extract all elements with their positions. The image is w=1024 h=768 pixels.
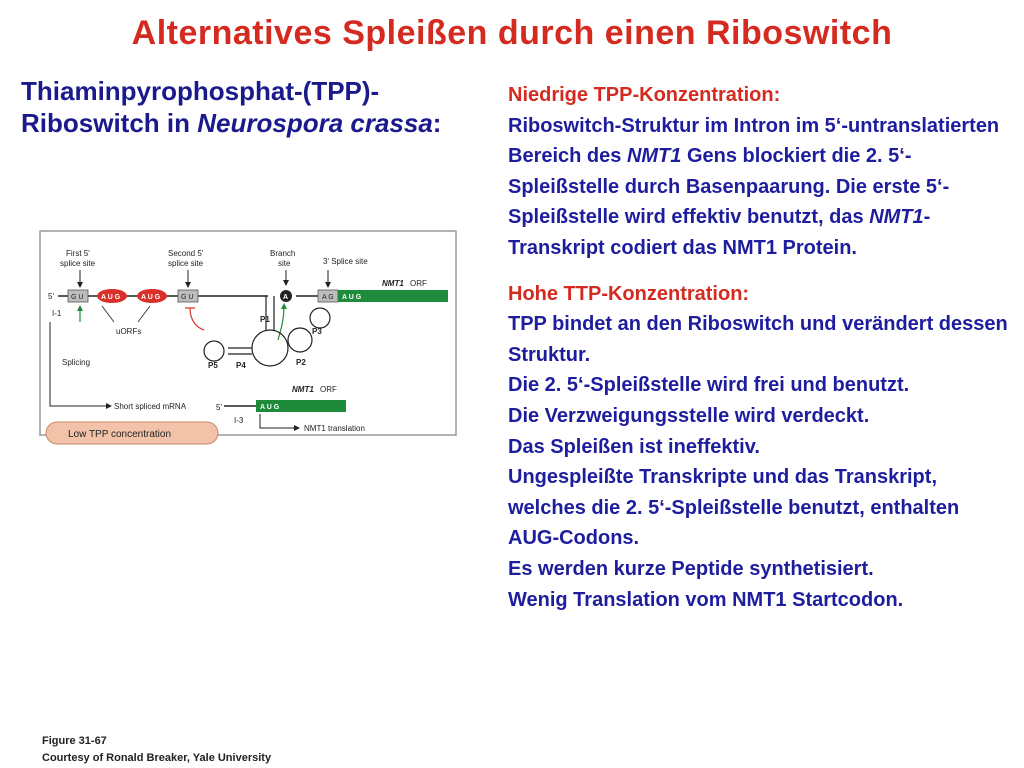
- five-prime-label-2: 5': [216, 403, 222, 412]
- subtitle-colon: :: [432, 108, 442, 138]
- short-mrna-label: Short spliced mRNA: [114, 402, 187, 411]
- second-site-label-2: splice site: [168, 259, 204, 268]
- subtitle-species: Neurospora crassa: [197, 108, 433, 138]
- high-line-4: Das Spleißen ist ineffektiv.: [508, 435, 760, 458]
- p1-label: P1: [260, 315, 270, 324]
- subtitle-text: Thiaminpyrophosphat-(TPP)-Riboswitch in: [21, 76, 380, 138]
- slide-subtitle: Thiaminpyrophosphat-(TPP)-Riboswitch in …: [21, 75, 501, 139]
- aug-label-1: A U G: [101, 294, 121, 301]
- credit-line: Courtesy of Ronald Breaker, Yale Univers…: [42, 752, 272, 764]
- uorfs-label: uORFs: [116, 327, 141, 336]
- slide-title: Alternatives Spleißen durch einen Ribosw…: [131, 14, 893, 52]
- figure-frame: [39, 230, 457, 436]
- aug-label-2: A U G: [141, 294, 161, 301]
- i1-label: I-1: [52, 309, 62, 318]
- high-line-6: Es werden kurze Peptide synthetisiert.: [508, 557, 874, 580]
- gu-box-2: [177, 289, 199, 303]
- first-site-label: First 5': [66, 249, 90, 258]
- high-tpp-heading: Hohe TTP-Konzentration:: [508, 282, 750, 305]
- low-text-1: Riboswitch-Struktur im Intron im 5‘-untr…: [508, 114, 1000, 168]
- aug-ellipse-2: [137, 289, 167, 303]
- gu-label-2: G U: [181, 294, 193, 301]
- nmt1-orf-bar: [338, 290, 448, 302]
- p2-label: P2: [296, 358, 306, 367]
- low-tpp-heading: Niedrige TPP-Konzentration:: [508, 84, 781, 106]
- second-site-label: Second 5': [168, 249, 204, 258]
- low-text-3: -Transkript codiert das NMT1 Protein.: [508, 206, 931, 259]
- gu-box-1: [67, 289, 89, 303]
- splicing-label: Splicing: [62, 358, 90, 367]
- riboswitch-figure: First 5' splice site Second 5' splice si…: [39, 230, 457, 445]
- high-line-3: Die Verzweigungsstelle wird verdeckt.: [508, 404, 870, 427]
- gu-label-1: G U: [71, 294, 83, 301]
- high-line-2: Die 2. 5‘-Spleißstelle wird frei und ben…: [508, 374, 910, 397]
- orf-label: ORF: [410, 279, 427, 288]
- high-line-7: Wenig Translation vom NMT1 Startcodon.: [508, 588, 904, 611]
- nmt1-orf-label-2: NMT1: [292, 385, 314, 394]
- i3-label: I-3: [234, 416, 244, 425]
- first-site-label-2: splice site: [60, 259, 96, 268]
- riboswitch-loop-p5: [203, 340, 225, 362]
- figure-number: Figure 31-67: [42, 735, 107, 747]
- five-prime-label: 5': [48, 292, 54, 301]
- short-orf-bar: [256, 400, 346, 412]
- p4-label: P4: [236, 361, 246, 370]
- branch-label: Branch: [270, 249, 295, 258]
- low-gene-1: NMT1: [626, 145, 682, 168]
- orf-label-2: ORF: [320, 385, 337, 394]
- aug-label-4: A U G: [260, 404, 280, 411]
- three-site-label: 3' Splice site: [323, 257, 368, 266]
- high-line-1: TPP bindet an den Riboswitch und verände…: [508, 313, 1008, 366]
- branch-a-circle: [280, 290, 292, 302]
- low-tpp-label: Low TPP concentration: [68, 429, 171, 440]
- aug-label-3: A U G: [342, 294, 362, 301]
- aug-ellipse-1: [97, 289, 127, 303]
- high-line-5: Ungespleißte Transkripte und das Transkr…: [508, 466, 960, 550]
- ag-label: A G: [322, 294, 334, 301]
- p3-label: P3: [312, 327, 322, 336]
- branch-a-label: A: [283, 294, 288, 301]
- riboswitch-loop-p2: [287, 327, 313, 353]
- low-tpp-pill: [45, 421, 219, 445]
- low-gene-2: NMT1: [869, 206, 924, 229]
- translation-label: NMT1 translation: [304, 424, 365, 433]
- riboswitch-loop-p3: [309, 307, 331, 329]
- nmt1-orf-label: NMT1: [382, 279, 404, 288]
- low-tpp-description: Riboswitch-Struktur im Intron im 5‘-untr…: [508, 111, 1014, 264]
- p5-label: P5: [208, 361, 218, 370]
- low-text-2: Gens blockiert die 2. 5‘-Spleißstelle du…: [508, 145, 950, 229]
- explanation-text: Niedrige TPP-Konzentration: Riboswitch-S…: [508, 80, 1014, 615]
- branch-label-2: site: [278, 259, 291, 268]
